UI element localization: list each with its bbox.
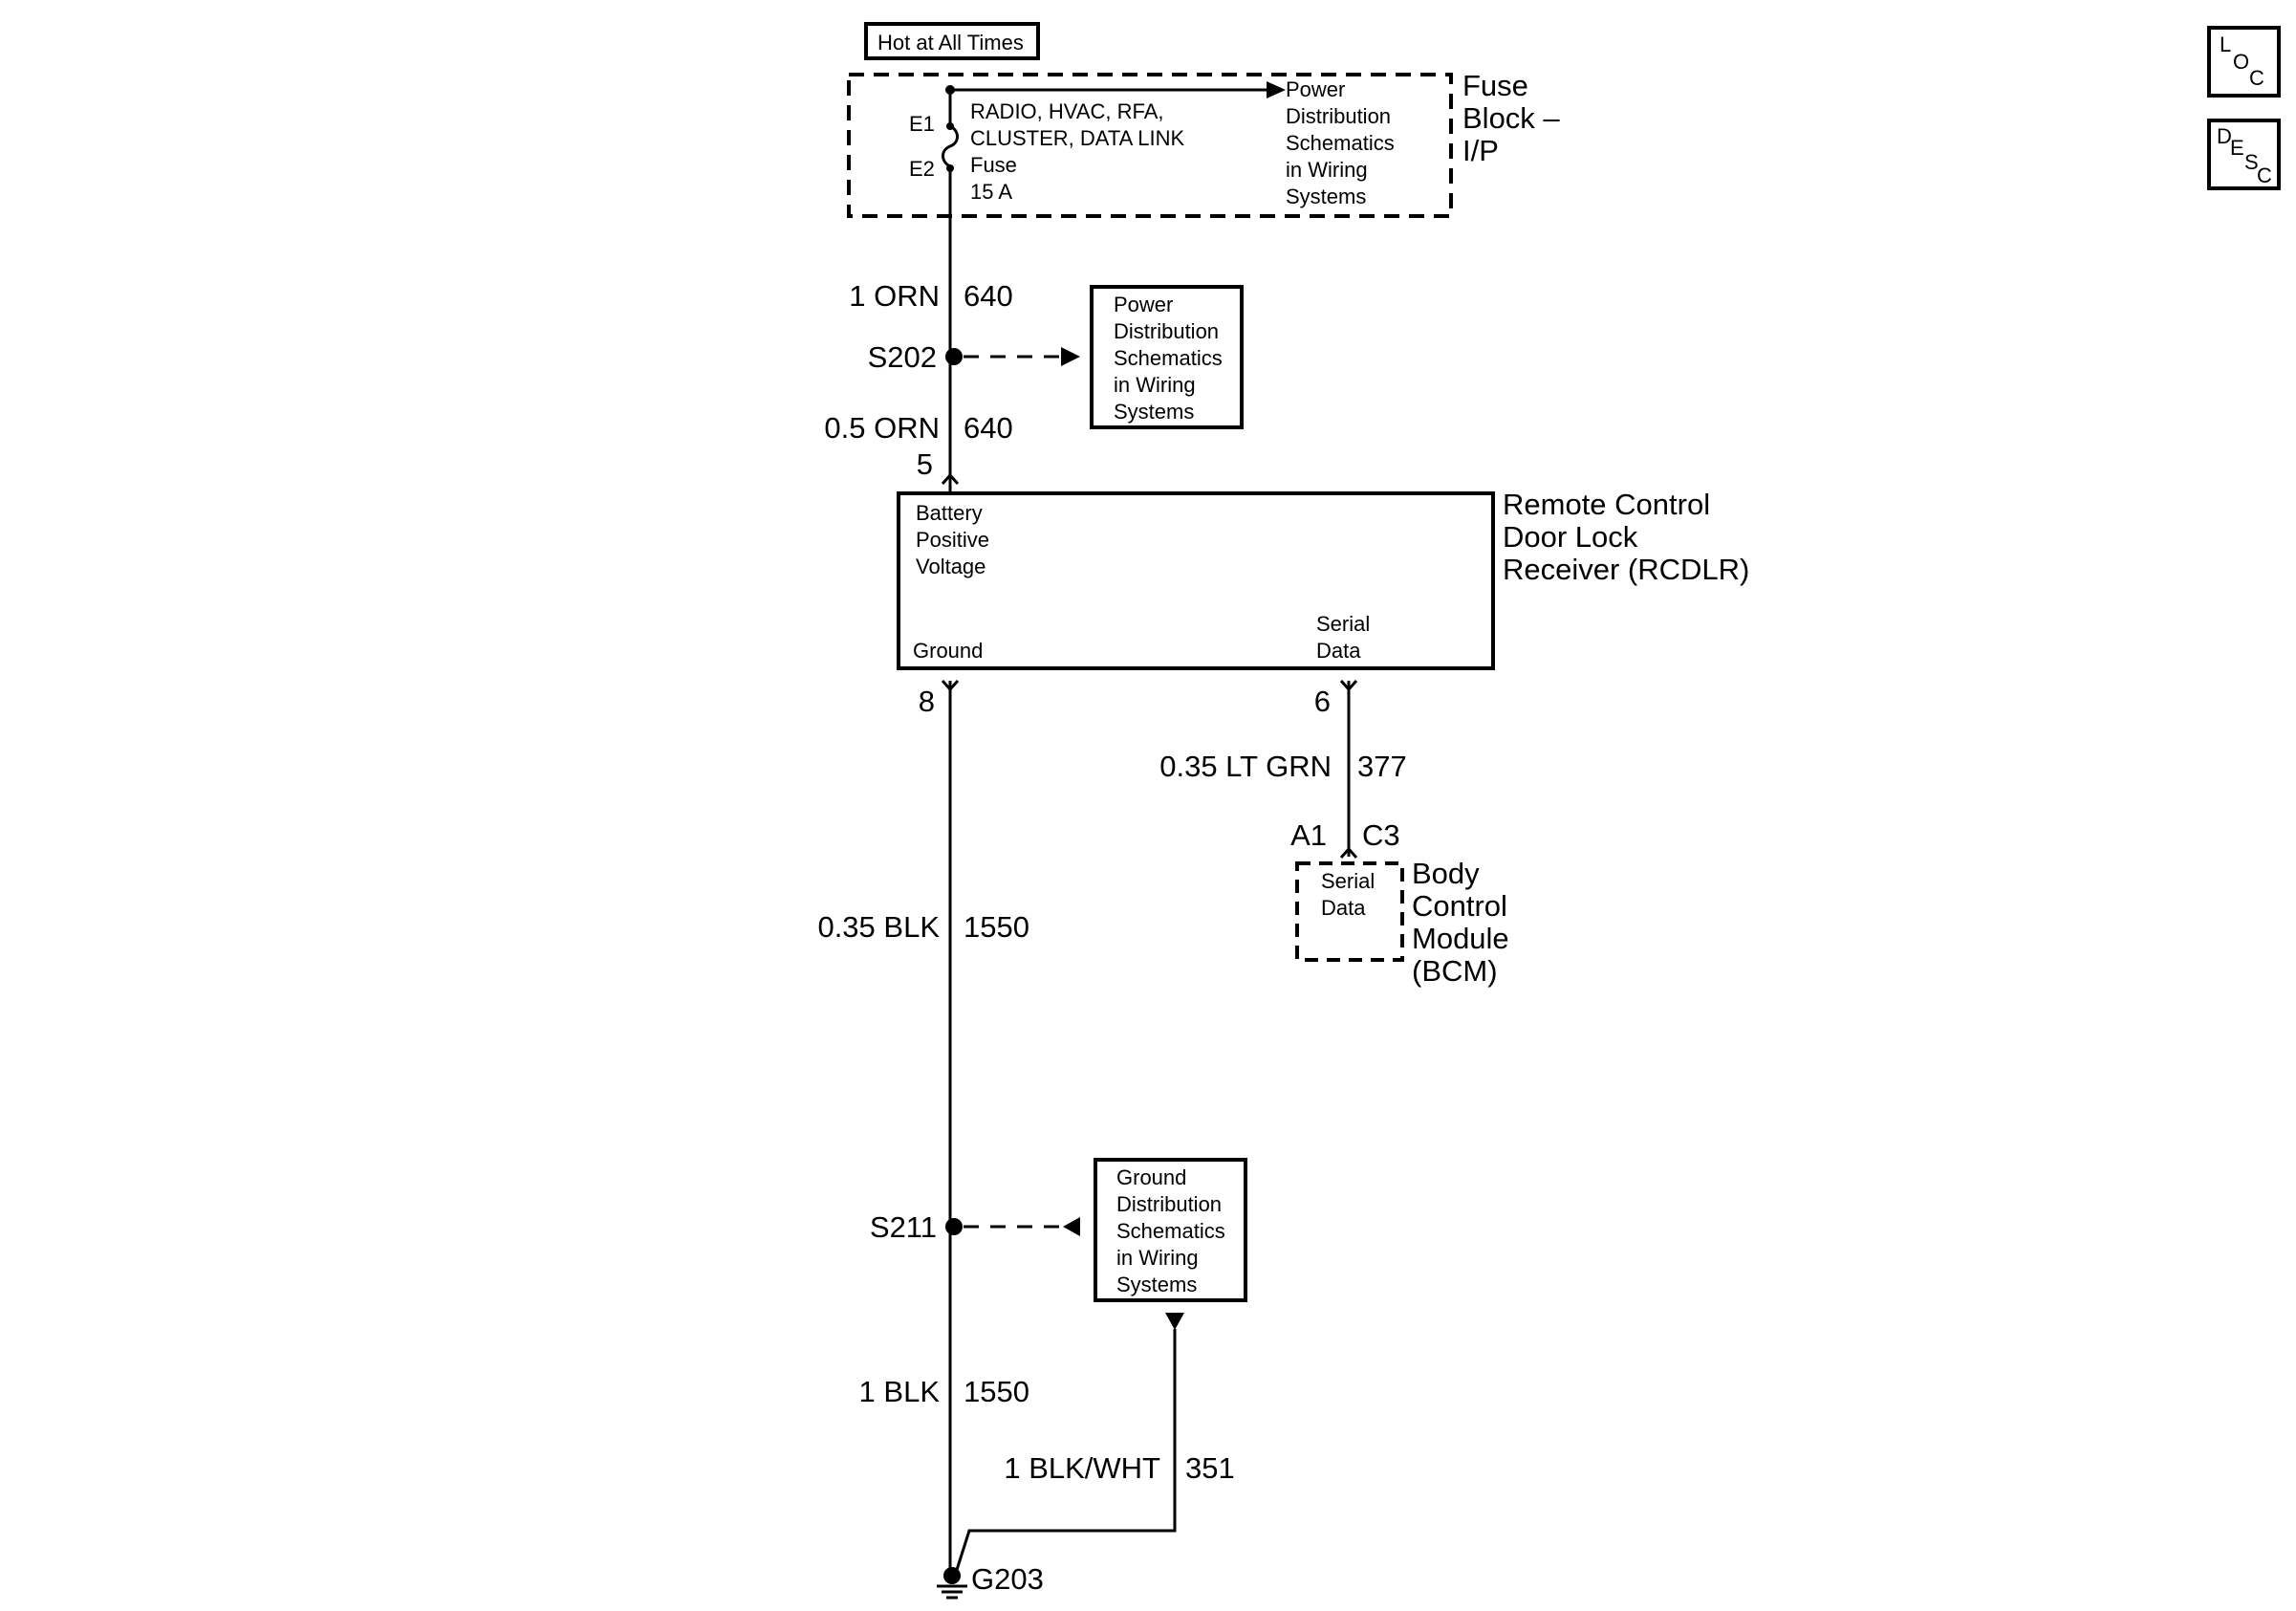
rcdlr-ground-label: Ground bbox=[913, 639, 983, 663]
power-distribution-ref-box bbox=[1090, 285, 1244, 429]
ground-distribution-ref-box bbox=[1094, 1158, 1247, 1302]
rcdlr-module bbox=[897, 491, 1495, 670]
rcdlr-title: Remote Control Door Lock Receiver (RCDLR… bbox=[1503, 488, 1749, 586]
ground-distribution-ref-text: Ground Distribution Schematics in Wiring… bbox=[1116, 1165, 1231, 1296]
fuse-block-outline bbox=[847, 73, 1453, 218]
wire-351 bbox=[954, 1329, 1177, 1574]
fuse-block-title: Fuse Block – I/P bbox=[1462, 69, 1568, 167]
wire-w3-gauge: 0.35 LT GRN bbox=[1159, 750, 1332, 783]
loc-icon[interactable]: L O C bbox=[2207, 26, 2281, 98]
wire-w6-gauge: 1 BLK/WHT bbox=[1004, 1451, 1160, 1485]
connector-pin-a1-icon bbox=[1339, 846, 1358, 859]
bcm-serial-label: Serial Data bbox=[1321, 869, 1380, 920]
hot-label-box bbox=[864, 22, 1040, 60]
wire-w2-circuit: 640 bbox=[964, 411, 1013, 445]
rcdlr-pin-8: 8 bbox=[919, 685, 935, 718]
fuse-icon bbox=[942, 124, 959, 168]
wire-w2-gauge: 0.5 ORN bbox=[824, 411, 940, 445]
fuse-pin-e1: E1 bbox=[909, 112, 935, 136]
wire-w6-circuit: 351 bbox=[1185, 1451, 1235, 1485]
svg-text:C: C bbox=[2257, 163, 2272, 187]
fuse-pin-e2: E2 bbox=[909, 157, 935, 181]
rcdlr-pin-5: 5 bbox=[917, 447, 933, 481]
s202-ref-arrow-icon bbox=[1061, 347, 1080, 366]
bcm-connector-c3: C3 bbox=[1362, 818, 1400, 852]
svg-text:E: E bbox=[2230, 136, 2244, 160]
bcm-title: Body Control Module (BCM) bbox=[1412, 857, 1517, 988]
wire-w4-gauge: 0.35 BLK bbox=[817, 910, 940, 944]
splice-s211-label: S211 bbox=[870, 1210, 937, 1244]
power-distribution-ref-text: Power Distribution Schematics in Wiring … bbox=[1114, 293, 1228, 424]
splice-s202-label: S202 bbox=[868, 340, 937, 374]
bcm-module bbox=[1295, 861, 1404, 962]
svg-text:C: C bbox=[2249, 66, 2264, 90]
ground-g203-label: G203 bbox=[971, 1562, 1044, 1596]
hot-label: Hot at All Times bbox=[877, 31, 1024, 54]
svg-text:D: D bbox=[2217, 124, 2232, 148]
svg-text:L: L bbox=[2220, 33, 2231, 56]
ground-g203-node bbox=[943, 1567, 961, 1584]
desc-icon[interactable]: D E S C bbox=[2207, 119, 2281, 190]
ground-ref-arrow-icon bbox=[1165, 1313, 1184, 1330]
svg-text:O: O bbox=[2233, 50, 2249, 74]
splice-s202 bbox=[945, 348, 963, 365]
wire-w1-gauge: 1 ORN bbox=[849, 279, 940, 313]
wire-w1-circuit: 640 bbox=[964, 279, 1013, 313]
wire-w3-circuit: 377 bbox=[1357, 750, 1407, 783]
wire-w5-gauge: 1 BLK bbox=[859, 1375, 941, 1408]
svg-text:S: S bbox=[2244, 150, 2259, 174]
fuse-block-ref-text: Power Distribution Schematics in Wiring … bbox=[1286, 77, 1400, 208]
s211-ref-arrow-icon bbox=[1063, 1217, 1080, 1236]
fuse-description: RADIO, HVAC, RFA, CLUSTER, DATA LINK Fus… bbox=[970, 99, 1190, 204]
rcdlr-serial-label: Serial Data bbox=[1316, 612, 1375, 663]
wire-w5-circuit: 1550 bbox=[964, 1375, 1029, 1408]
ground-symbol-icon bbox=[937, 1584, 967, 1600]
rcdlr-pin-6: 6 bbox=[1314, 685, 1331, 718]
wire-w4-circuit: 1550 bbox=[964, 910, 1029, 944]
splice-s211 bbox=[945, 1218, 963, 1235]
rcdlr-battery-label: Battery Positive Voltage bbox=[916, 501, 995, 578]
fuse-terminal-e1 bbox=[946, 122, 954, 130]
fuse-feed-arrow-icon bbox=[1267, 81, 1286, 98]
bcm-pin-a1: A1 bbox=[1290, 818, 1327, 852]
